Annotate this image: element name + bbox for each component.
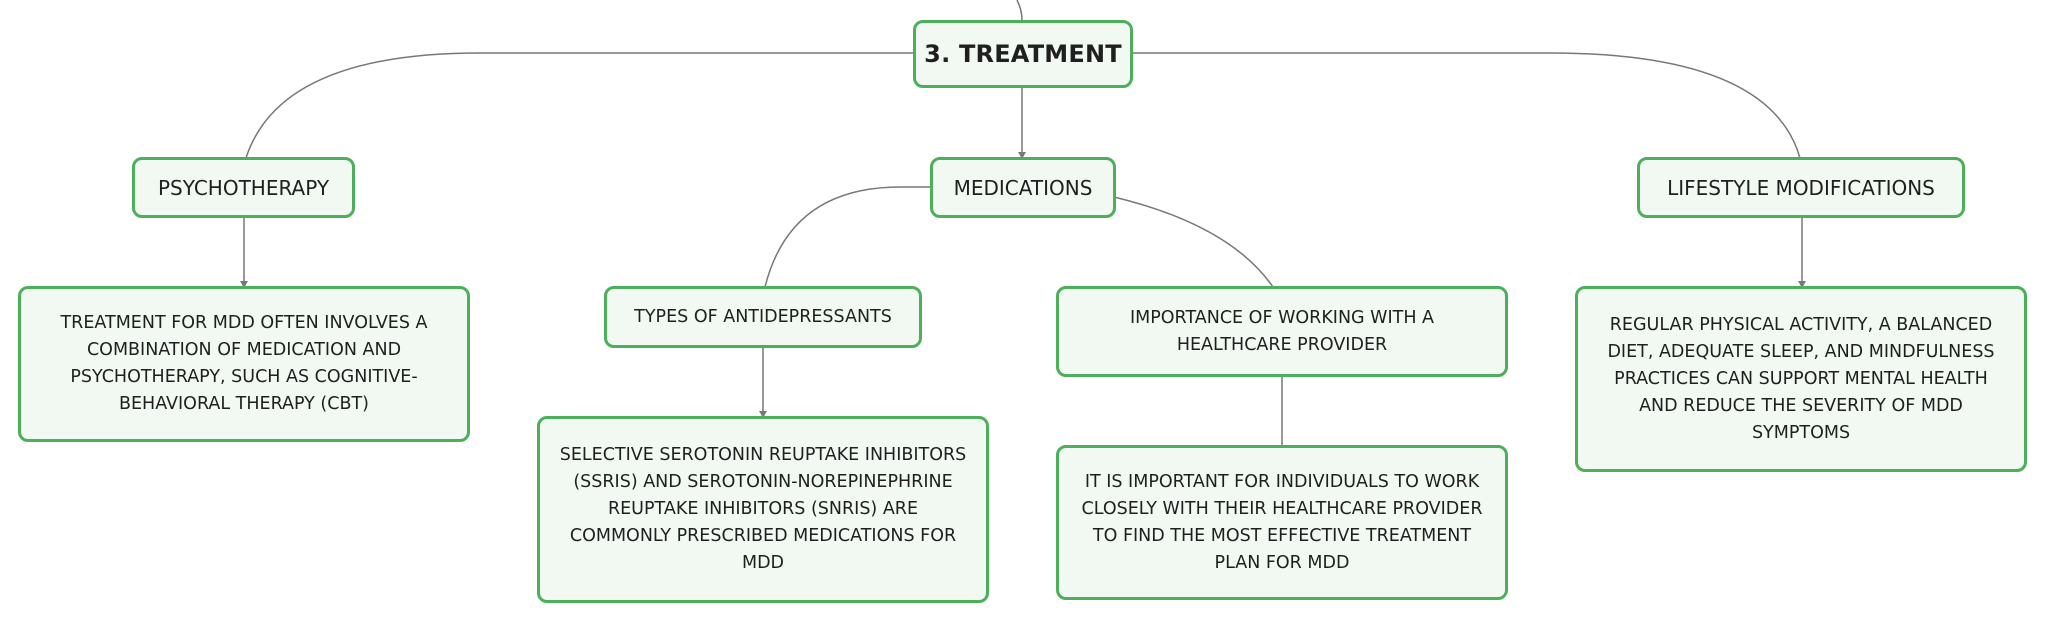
- edge-medications-to-provider: [1113, 196, 1274, 288]
- edge-medications-to-antidepressants: [764, 186, 932, 288]
- node-lifestyle-modifications[interactable]: LIFESTYLE MODIFICATIONS: [1637, 157, 1965, 218]
- node-provider-detail-text: IT IS IMPORTANT FOR INDIVIDUALS TO WORK …: [1081, 471, 1483, 573]
- edge-treatment-to-psychotherapy: [245, 52, 916, 159]
- node-medications-label: MEDICATIONS: [953, 175, 1093, 200]
- node-treatment-label: 3. TREATMENT: [924, 40, 1122, 68]
- arrowhead-medications: [1018, 152, 1026, 159]
- node-types-of-antidepressants[interactable]: TYPES OF ANTIDEPRESSANTS: [604, 286, 922, 348]
- node-lifestyle-detail[interactable]: REGULAR PHYSICAL ACTIVITY, A BALANCED DI…: [1575, 286, 2027, 472]
- arrowhead-psychotherapy-detail: [240, 281, 248, 288]
- node-antidepressants-detail-text: SELECTIVE SEROTONIN REUPTAKE INHIBITORS …: [559, 445, 967, 573]
- node-psychotherapy-detail[interactable]: TREATMENT FOR MDD OFTEN INVOLVES A COMBI…: [18, 286, 470, 442]
- edge-parent-to-treatment: [1016, 0, 1023, 21]
- node-lifestyle-detail-text: REGULAR PHYSICAL ACTIVITY, A BALANCED DI…: [1607, 314, 1995, 443]
- node-psychotherapy-label: PSYCHOTHERAPY: [157, 175, 330, 200]
- node-provider-label: IMPORTANCE OF WORKING WITH A HEALTHCARE …: [1129, 307, 1435, 355]
- node-antidepressants-detail[interactable]: SELECTIVE SEROTONIN REUPTAKE INHIBITORS …: [537, 416, 989, 603]
- node-provider-detail[interactable]: IT IS IMPORTANT FOR INDIVIDUALS TO WORK …: [1056, 445, 1508, 600]
- node-psychotherapy-detail-text: TREATMENT FOR MDD OFTEN INVOLVES A COMBI…: [60, 313, 428, 414]
- arrowhead-lifestyle-detail: [1798, 281, 1806, 288]
- node-lifestyle-label: LIFESTYLE MODIFICATIONS: [1667, 175, 1935, 200]
- arrowhead-antidepressants-detail: [759, 411, 767, 418]
- node-antidepressants-label: TYPES OF ANTIDEPRESSANTS: [634, 306, 892, 327]
- node-healthcare-provider[interactable]: IMPORTANCE OF WORKING WITH A HEALTHCARE …: [1056, 286, 1508, 377]
- node-medications[interactable]: MEDICATIONS: [930, 157, 1116, 218]
- node-psychotherapy[interactable]: PSYCHOTHERAPY: [132, 157, 355, 218]
- node-treatment[interactable]: 3. TREATMENT: [913, 20, 1133, 88]
- edge-treatment-to-lifestyle: [1132, 52, 1801, 159]
